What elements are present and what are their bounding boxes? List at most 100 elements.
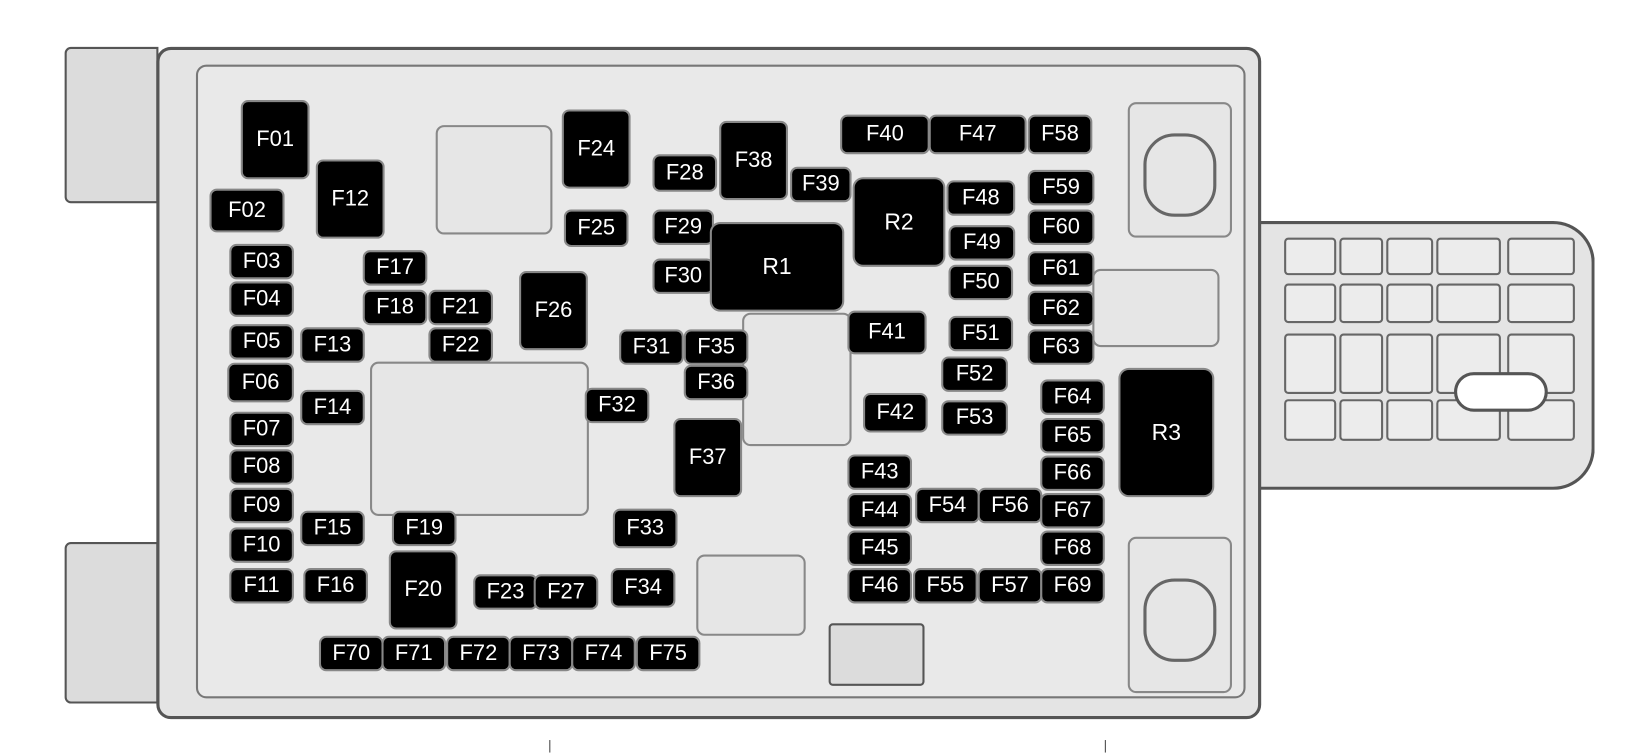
fuse-f22: F22 (430, 329, 491, 361)
fuse-f32: F32 (586, 389, 648, 422)
connector-icon (1143, 133, 1217, 217)
fuse-f72: F72 (448, 637, 509, 670)
fuse-f63: F63 (1029, 331, 1093, 363)
fuse-f59: F59 (1029, 171, 1093, 204)
blank-plate (696, 554, 806, 636)
fuse-f64: F64 (1042, 381, 1103, 413)
tab-grid-cell (1507, 283, 1575, 324)
fuse-f61: F61 (1029, 253, 1093, 285)
fuse-f12: F12 (317, 161, 383, 237)
fuse-f13: F13 (302, 329, 363, 361)
fuse-f31: F31 (621, 331, 682, 363)
tab-grid-cell (1339, 283, 1384, 324)
left-clip-top (64, 46, 159, 204)
fuse-f03: F03 (231, 245, 292, 278)
fuse-f65: F65 (1042, 420, 1103, 452)
mounting-hole (1454, 372, 1548, 412)
fuse-f57: F57 (979, 570, 1041, 602)
fuse-f23: F23 (475, 576, 536, 608)
tab-grid-cell (1284, 237, 1337, 276)
relay-base (742, 312, 852, 447)
fuse-f15: F15 (302, 512, 363, 545)
fuse-f56: F56 (979, 489, 1041, 522)
fuse-f47: F47 (930, 116, 1025, 153)
tab-grid-cell (1284, 333, 1337, 394)
fuse-f55: F55 (915, 570, 976, 602)
fuse-f41: F41 (849, 312, 925, 353)
fuse-f07: F07 (231, 413, 292, 446)
fuse-f08: F08 (231, 451, 292, 483)
fuse-f17: F17 (364, 252, 426, 284)
fuse-f40: F40 (842, 116, 928, 153)
fuse-f02: F02 (211, 190, 283, 231)
fuse-f14: F14 (302, 391, 363, 424)
fuse-f54: F54 (917, 489, 978, 522)
blank-plate (435, 125, 553, 235)
fuse-f42: F42 (865, 395, 926, 431)
fuse-f19: F19 (393, 512, 455, 545)
fuse-f51: F51 (950, 317, 1012, 350)
fuse-f27: F27 (535, 576, 597, 608)
fuse-f71: F71 (383, 637, 445, 670)
fuse-f35: F35 (685, 331, 747, 363)
fuse-f25: F25 (565, 211, 627, 245)
fuse-f46: F46 (849, 570, 910, 602)
fuse-f20: F20 (390, 552, 456, 628)
blank-plate (1092, 268, 1220, 348)
tick-mark (1104, 740, 1106, 753)
fuse-f50: F50 (950, 266, 1012, 299)
fuse-f28: F28 (654, 156, 716, 190)
fuse-f06: F06 (229, 364, 292, 401)
fuse-f48: F48 (948, 182, 1014, 214)
tick-mark (549, 740, 551, 753)
fuse-f58: F58 (1029, 116, 1091, 153)
tab-grid-cell (1339, 333, 1384, 394)
fuse-f45: F45 (849, 532, 910, 564)
fuse-f49: F49 (950, 227, 1014, 259)
tab-grid-cell (1507, 237, 1575, 276)
fuse-f26: F26 (521, 273, 586, 349)
fuse-f67: F67 (1042, 495, 1103, 527)
fuse-f38: F38 (721, 122, 786, 199)
latch (828, 623, 925, 686)
tab-grid-cell (1386, 399, 1434, 441)
fuse-f52: F52 (943, 358, 1006, 390)
fuse-f05: F05 (231, 326, 292, 358)
fuse-f30: F30 (654, 260, 712, 292)
fuse-f62: F62 (1029, 292, 1093, 325)
fuse-f11: F11 (231, 570, 292, 602)
fuse-f37: F37 (675, 420, 741, 496)
tab-grid-cell (1436, 237, 1501, 276)
fuse-f68: F68 (1042, 532, 1103, 564)
connector-icon (1143, 578, 1217, 662)
fuse-f16: F16 (305, 570, 366, 602)
relay-r1: R1 (711, 224, 843, 310)
fuse-f70: F70 (321, 637, 382, 670)
tab-grid-cell (1386, 237, 1434, 276)
tab-grid-cell (1386, 283, 1434, 324)
fuse-f21: F21 (430, 291, 491, 324)
fuse-f36: F36 (685, 366, 747, 399)
relay-r2: R2 (854, 179, 944, 265)
tab-grid-cell (1284, 399, 1337, 441)
fuse-f34: F34 (612, 570, 674, 606)
left-clip-bottom (64, 541, 159, 704)
relay-r3: R3 (1120, 370, 1213, 496)
fuse-f66: F66 (1042, 457, 1103, 489)
fuse-f43: F43 (849, 456, 910, 488)
fuse-f39: F39 (792, 168, 850, 201)
tab-grid-cell (1284, 283, 1337, 324)
fuse-f44: F44 (849, 495, 910, 527)
fuse-f10: F10 (231, 529, 292, 561)
fuse-f69: F69 (1042, 570, 1103, 602)
fuse-f33: F33 (614, 510, 676, 547)
fuse-f73: F73 (510, 637, 572, 670)
tab-grid-cell (1386, 333, 1434, 394)
fuse-f04: F04 (231, 283, 292, 315)
fuse-f01: F01 (242, 102, 308, 178)
center-module (370, 361, 589, 516)
fuse-f29: F29 (654, 211, 712, 243)
fuse-f60: F60 (1029, 211, 1093, 243)
fuse-f74: F74 (573, 637, 634, 670)
